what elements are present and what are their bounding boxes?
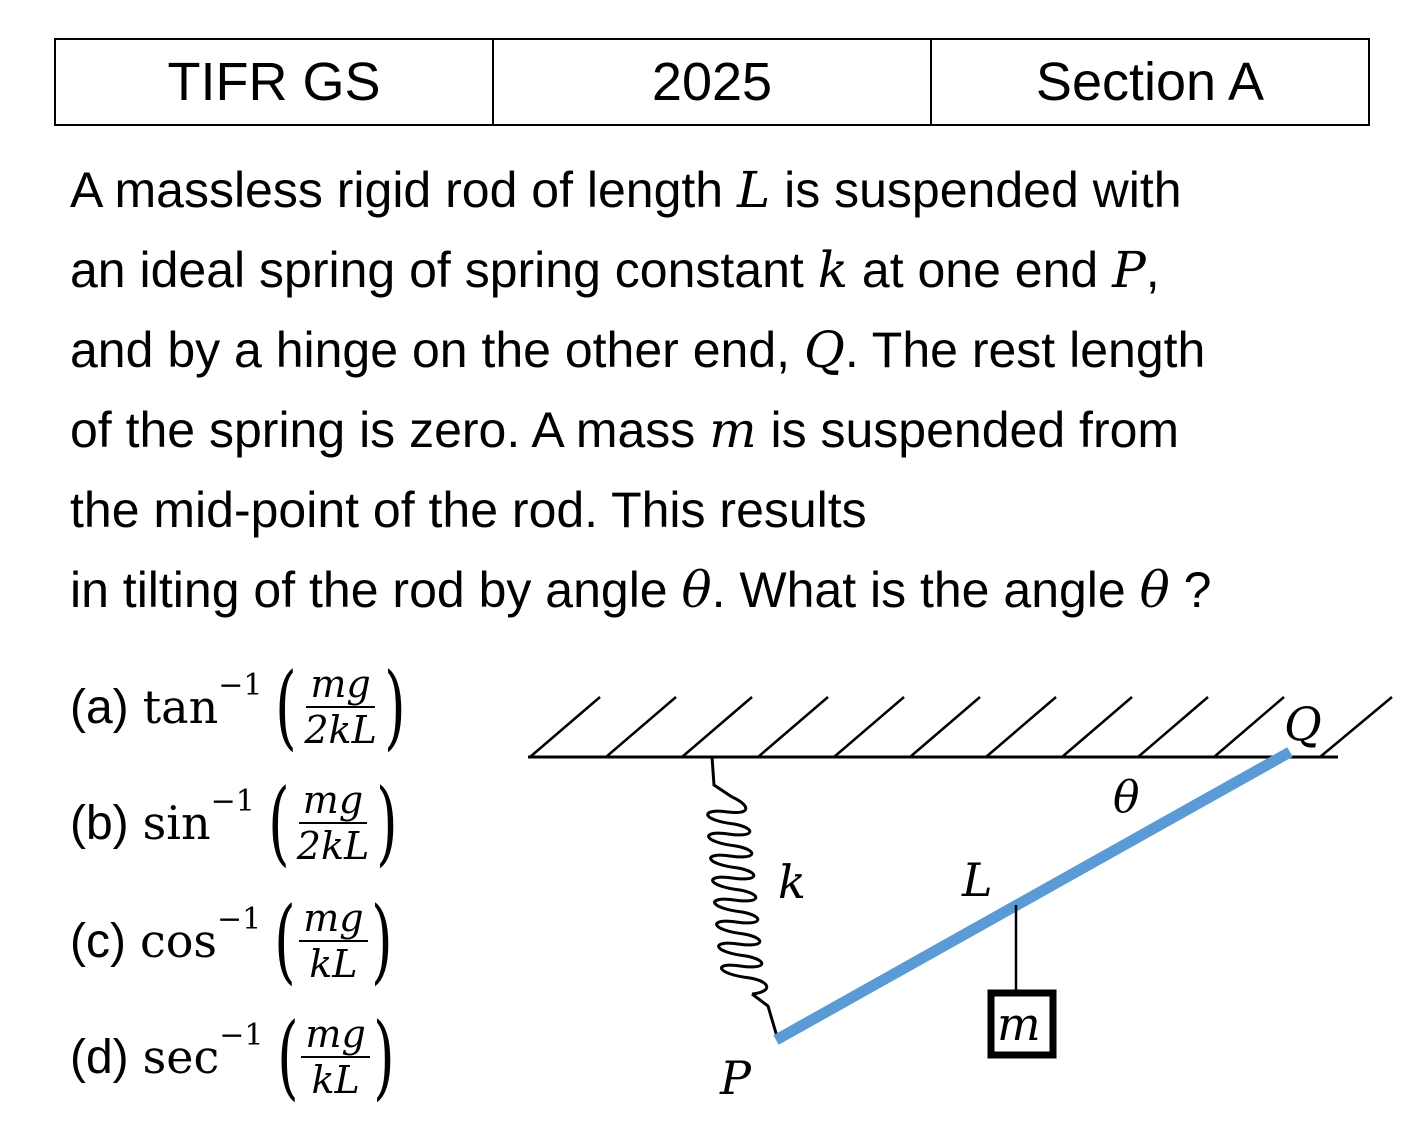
left-paren: ( xyxy=(275,653,298,760)
denominator: kL xyxy=(311,1058,360,1102)
header-row: TIFR GS 2025 Section A xyxy=(54,38,1370,126)
left-paren: ( xyxy=(268,769,290,876)
math-variable: m xyxy=(709,401,757,459)
spring-coil xyxy=(706,756,780,1041)
option-d[interactable]: (d) sec −1 ( mg kL ) xyxy=(70,1002,402,1112)
function-power: −1 xyxy=(210,783,255,819)
math-variable: Q xyxy=(803,321,845,379)
numerator: mg xyxy=(298,778,368,824)
mass-block xyxy=(987,989,1057,1059)
label-theta: θ xyxy=(1113,772,1140,823)
fraction: mg 2kL xyxy=(300,662,380,752)
question-line: the mid-point of the rod. This results xyxy=(70,482,867,538)
fraction: mg kL xyxy=(299,896,368,986)
label-q: Q xyxy=(1284,697,1322,751)
numerator: mg xyxy=(301,1012,370,1058)
header-table: TIFR GS 2025 Section A xyxy=(54,38,1370,126)
option-label: (b) xyxy=(70,796,129,850)
option-label: (a) xyxy=(70,680,129,734)
label-p: P xyxy=(719,1051,752,1105)
label-m: m xyxy=(997,997,1041,1051)
fraction: mg kL xyxy=(301,1012,370,1102)
function-name: cos xyxy=(139,914,218,968)
right-paren: ) xyxy=(372,1003,395,1110)
left-paren: ( xyxy=(276,1003,299,1110)
function-power: −1 xyxy=(219,1017,264,1053)
math-variable: P xyxy=(1112,241,1146,299)
option-label: (c) xyxy=(70,914,126,968)
option-b[interactable]: (b) sin −1 ( mg 2kL ) xyxy=(70,768,405,878)
section-cell: Section A xyxy=(930,38,1370,126)
math-variable: θ xyxy=(681,561,712,619)
rod-spring-diagram: Q θ k L P m xyxy=(528,696,1393,1105)
math-variable: L xyxy=(737,161,771,219)
ceiling-hatching xyxy=(529,696,1393,758)
function-power: −1 xyxy=(218,667,263,703)
question-line: an ideal spring of spring constant k at … xyxy=(70,241,1160,299)
rod xyxy=(773,747,1293,1045)
label-k: k xyxy=(778,855,806,909)
math-variable: θ xyxy=(1139,561,1170,619)
numerator: mg xyxy=(306,662,375,708)
label-l: L xyxy=(961,853,993,907)
exam-cell: TIFR GS xyxy=(54,38,494,126)
right-paren: ) xyxy=(383,653,406,760)
denominator: 2kL xyxy=(296,824,370,868)
option-label: (d) xyxy=(70,1030,129,1084)
question-text: A massless rigid rod of length L is susp… xyxy=(70,150,1390,630)
fraction: mg 2kL xyxy=(293,778,373,868)
math-variable: k xyxy=(817,241,848,299)
option-c[interactable]: (c) cos −1 ( mg kL ) xyxy=(70,886,399,996)
year-cell: 2025 xyxy=(492,38,932,126)
denominator: kL xyxy=(309,942,358,986)
function-name: sec xyxy=(142,1030,220,1084)
right-paren: ) xyxy=(376,769,398,876)
denominator: 2kL xyxy=(304,708,377,752)
left-paren: ( xyxy=(274,887,297,994)
function-power: −1 xyxy=(217,901,262,937)
question-line: and by a hinge on the other end, Q. The … xyxy=(70,321,1206,379)
option-a[interactable]: (a) tan −1 ( mg 2kL ) xyxy=(70,652,413,762)
function-name: tan xyxy=(142,680,219,734)
question-line: of the spring is zero. A mass m is suspe… xyxy=(70,401,1180,459)
function-name: sin xyxy=(142,796,211,850)
right-paren: ) xyxy=(370,887,393,994)
question-line: in tilting of the rod by angle θ. What i… xyxy=(70,561,1212,619)
numerator: mg xyxy=(299,896,368,942)
question-line: A massless rigid rod of length L is susp… xyxy=(70,161,1182,219)
